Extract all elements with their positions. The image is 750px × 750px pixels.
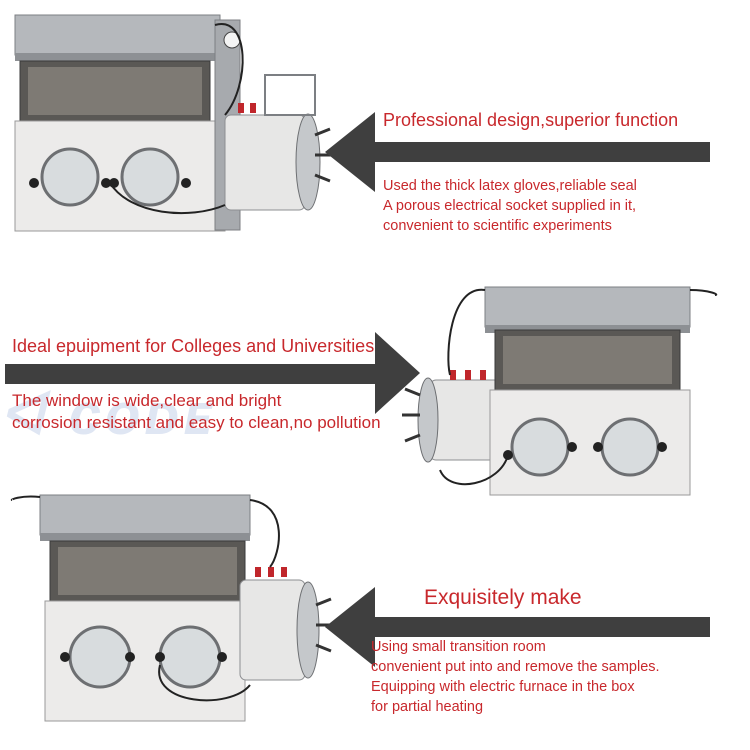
section3-heading: Exquisitely make	[424, 586, 582, 609]
glovebox-image-3	[10, 494, 334, 722]
left-arrow-icon	[325, 112, 710, 192]
section3-line-2: convenient put into and remove the sampl…	[371, 659, 660, 675]
section1-line-1: Used the thick latex gloves,reliable sea…	[383, 178, 637, 194]
section3-line-3: Equipping with electric furnace in the b…	[371, 679, 635, 695]
section3-line-4: for partial heating	[371, 699, 484, 715]
section2-heading: Ideal epuipment for Colleges and Univers…	[12, 336, 375, 356]
left-arrow-icon	[325, 587, 710, 667]
right-arrow-icon	[5, 332, 420, 414]
section1-heading: Professional design,superior function	[383, 110, 679, 130]
watermark: ᐊ ᴄᴏᴅᴇ	[0, 382, 216, 447]
section2-line-2: corrosion resistant and easy to clean,no…	[12, 413, 381, 432]
glovebox-image-2	[402, 286, 718, 496]
glovebox-image-1	[14, 14, 333, 232]
section1-line-3: convenient to scientific experiments	[383, 218, 612, 234]
section3-line-1: Using small transition room	[371, 639, 546, 655]
section2-line-1: The window is wide,clear and bright	[12, 391, 282, 410]
section1-line-2: A porous electrical socket supplied in i…	[383, 198, 637, 214]
